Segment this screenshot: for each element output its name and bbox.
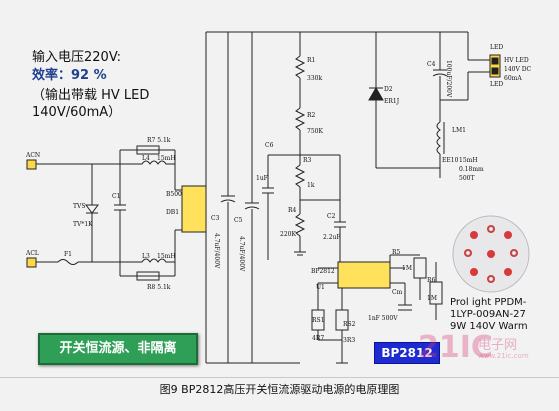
label-acl: ACL [25,250,39,257]
label-led1: LED [490,44,503,51]
label-c1: C1 [112,193,120,200]
intro-load-line1: （输出带载 HV LED [32,88,150,103]
label-out1: HV LED [504,57,529,64]
label-c2-val: 2.2uF [323,234,341,241]
watermark-logo: 21IC [418,330,493,365]
label-lm1-core: EE10 [442,157,459,164]
label-r6-val: 1M [427,295,437,302]
label-c3-val: 4.7uF/400V [213,233,220,269]
label-c3: C3 [211,215,220,222]
r8 [136,271,160,281]
figure-caption: 图9 BP2812高压开关恒流源驱动电源的电原理图 [159,383,400,396]
label-rs2: RS2 [343,321,356,328]
label-c6-val: 1uF [256,175,268,182]
label-f1: F1 [64,251,72,258]
label-r5-val: 1M [402,265,412,272]
label-r3-val: 1k [307,182,315,189]
label-l4: L4 [142,155,150,162]
acl-terminal [26,257,37,268]
r3 [294,164,306,188]
label-r2: R2 [307,112,316,119]
tvs-symbol [85,204,99,214]
topology-badge: 开关恒流源、非隔离 [38,333,198,365]
label-db1-part: B500 [166,191,182,198]
label-out3: 60mA [504,75,522,82]
caption-divider [0,377,559,378]
acn-terminal [26,159,37,170]
intro-input-voltage: 输入电压220V: [32,50,122,65]
label-c6: C6 [265,142,274,149]
label-c4-val: 100uF/200V [445,60,452,98]
watermark-url: www.21ic.com [478,352,529,360]
label-lm1-val3: 500T [459,175,474,182]
label-c5-val: 4.7uF/400V [238,236,245,272]
label-c5: C5 [234,217,243,224]
l4 [120,160,175,165]
label-c2: C2 [327,213,336,220]
intro-load-line2: 140V/60mA） [32,105,122,120]
label-lm1: LM1 [452,127,466,134]
intro-efficiency: 效率：92 % [32,68,107,83]
fuse-f1 [57,259,79,265]
r7 [136,145,160,155]
led-module-line1: Prol ight PPDM- [450,297,527,308]
l3 [120,258,175,263]
bridge-db1 [181,185,207,233]
label-db1: DB1 [166,209,179,216]
r1 [294,55,306,79]
led-module-label: Prol ight PPDM- 1LYP-009AN-27 9W 140V Wa… [450,297,528,333]
label-lm1-val2: 0.18mm [459,166,484,173]
label-r8: R8 5.1k [147,284,171,291]
ic-u1 [337,261,391,289]
r2 [294,107,306,131]
label-r6: R6 [427,277,436,284]
label-l3: L3 [142,253,150,260]
label-tvs: TVS [73,203,85,210]
label-out2: 140V DC [504,66,532,73]
label-l3-val: 15mH [157,253,176,260]
label-rs2-val: 3R3 [343,337,355,344]
label-r2-val: 750K [307,128,323,135]
led-module-image [452,215,530,293]
label-r4-val: 220K [280,231,296,238]
label-u1: U1 [316,284,325,291]
label-r5: R5 [392,249,401,256]
label-rs1-val: 4R7 [312,335,324,342]
label-r1-val: 330k [307,75,322,82]
label-cm-val: 1nF 500V [368,315,398,322]
label-tvs-val: TV*1K [73,221,93,228]
led-module-line3: 9W 140V Warm [450,321,528,332]
led-connector [489,54,501,78]
label-acn: ACN [25,152,40,159]
label-r3: R3 [303,157,312,164]
watermark-sub: 电子网 [478,338,518,353]
label-l4-val: 15mH [157,155,176,162]
label-lm1-val1: 15mH [459,157,478,164]
label-rs1: RS1 [312,317,324,324]
label-d2-part: ER1J [384,98,400,105]
label-c4: C4 [427,61,436,68]
label-r1: R1 [307,57,315,64]
led-module-line2: 1LYP-009AN-27 [450,309,526,320]
r4 [294,213,306,237]
label-r7: R7 5.1k [147,137,171,144]
label-led2: LED [490,81,503,88]
inductor-lm1 [436,121,441,155]
label-d2: D2 [384,86,393,93]
label-u1-part: BP2812 [311,268,335,275]
label-cm: Cm [392,289,403,296]
label-r4: R4 [288,207,297,214]
chip-badge: BP2812 [374,342,440,364]
